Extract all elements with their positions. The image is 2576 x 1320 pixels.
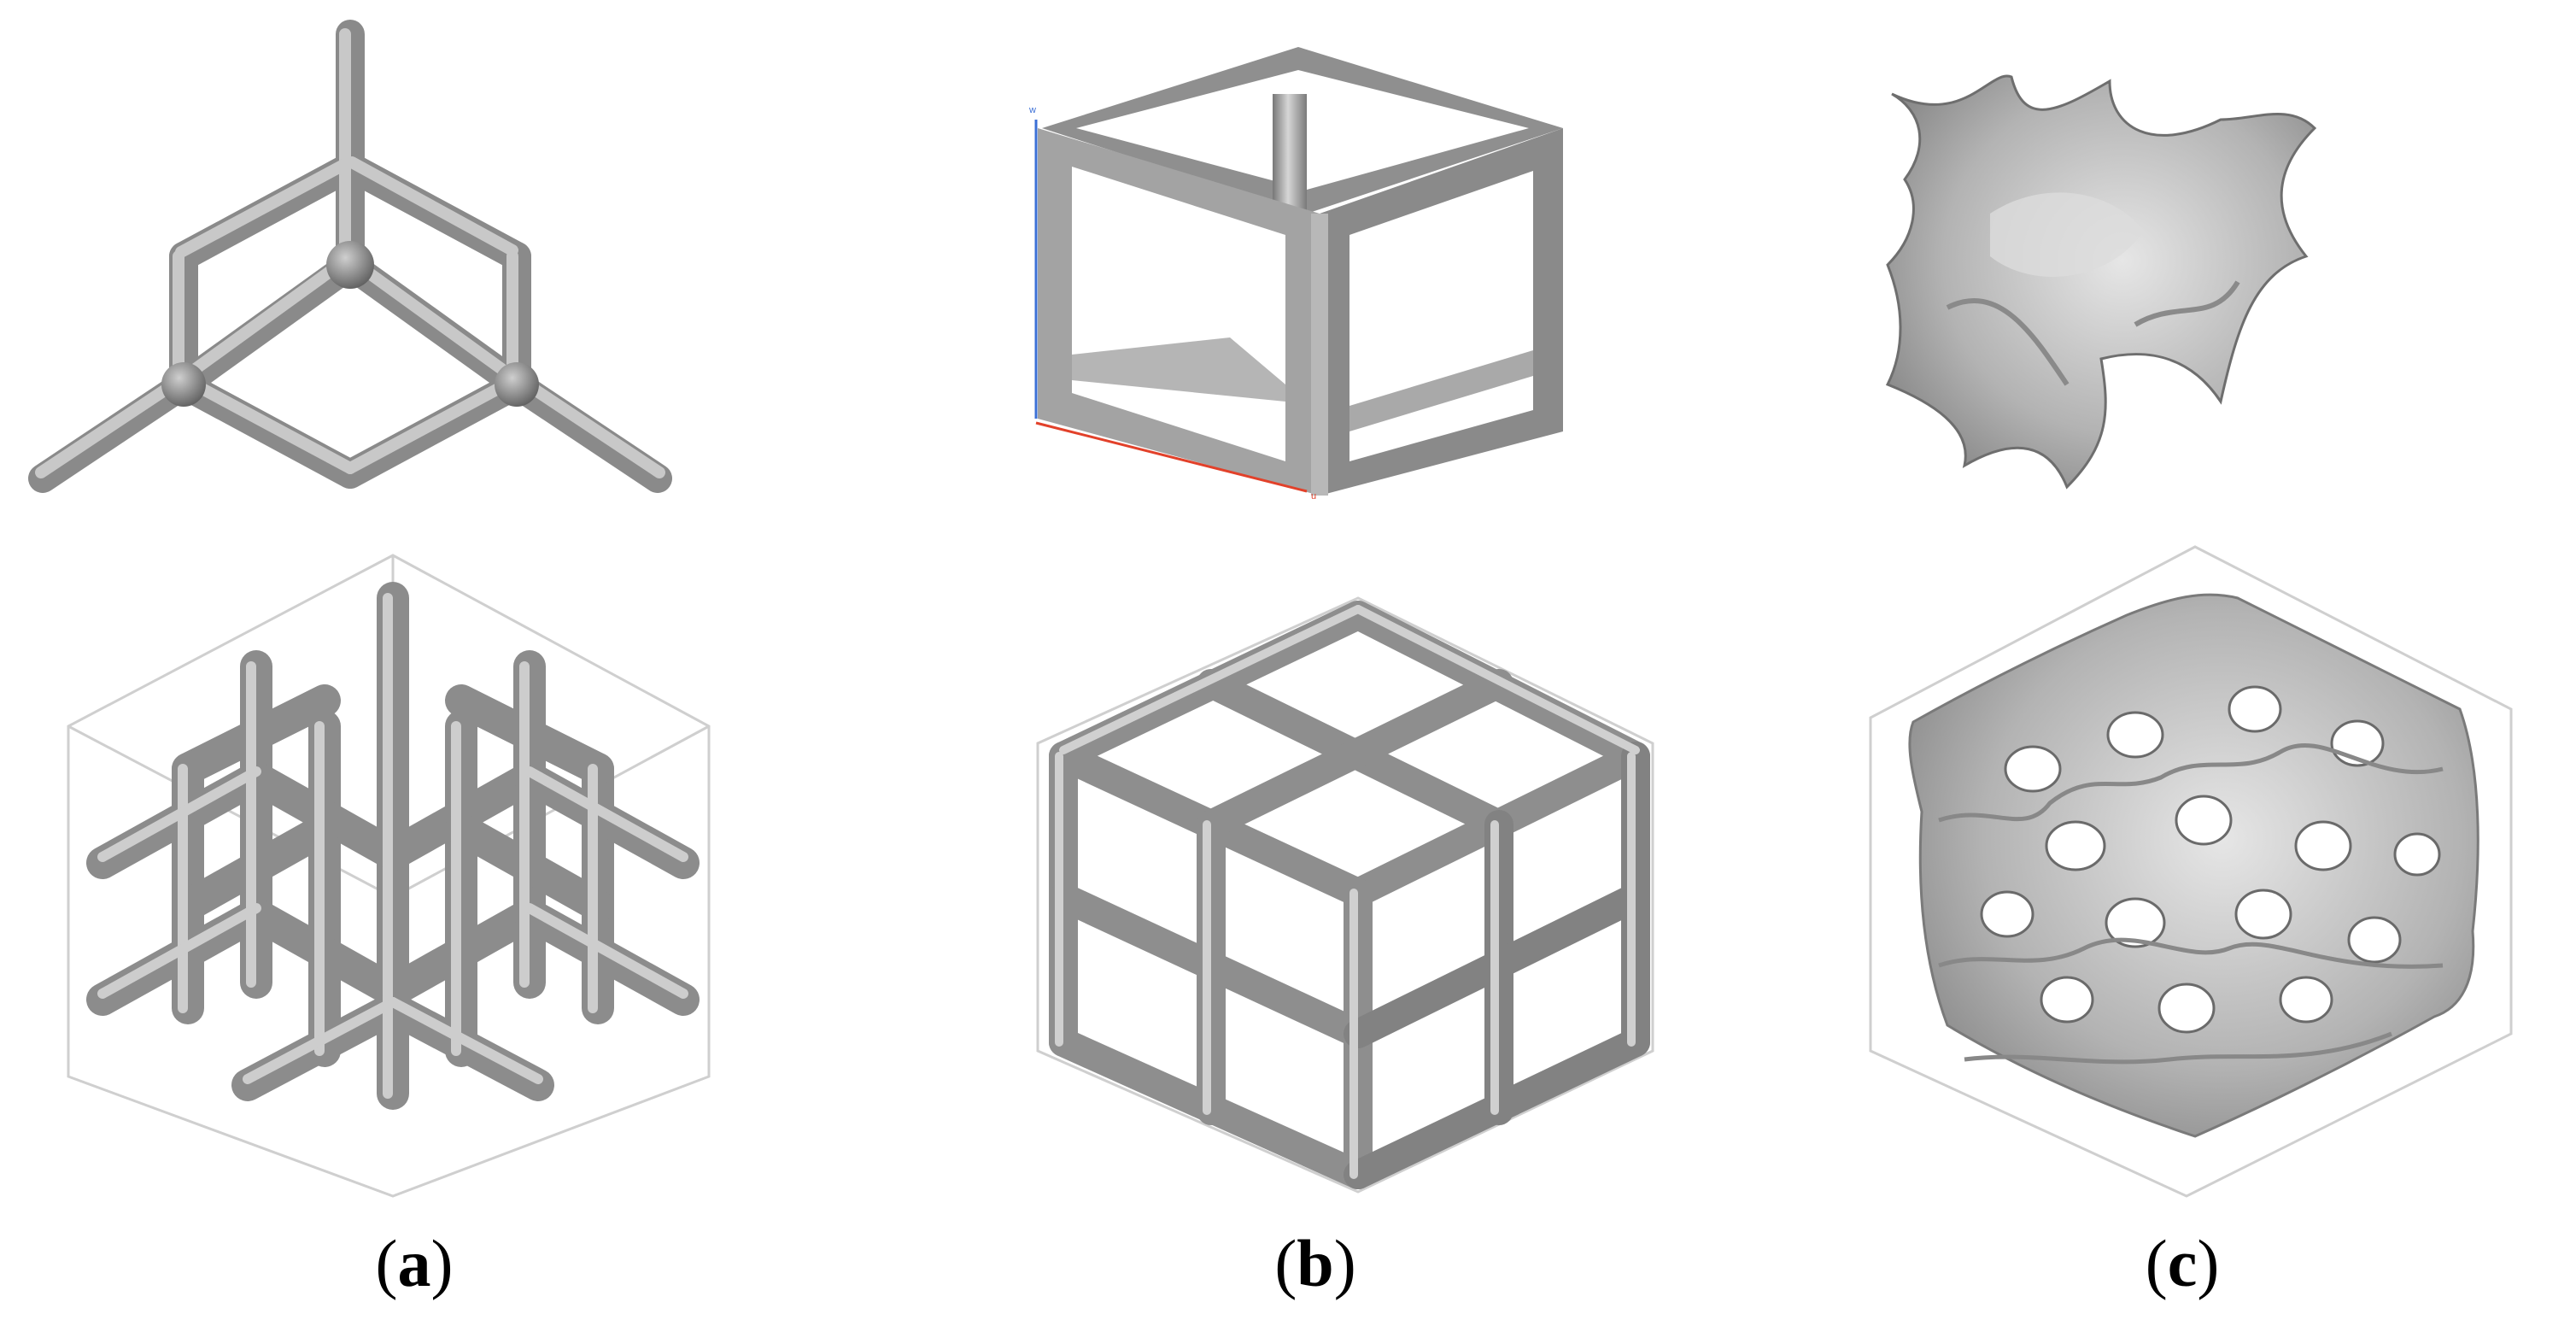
panel-a-caption: (a): [375, 1226, 454, 1300]
axis-u-tag: u: [1311, 491, 1316, 502]
axis-w-tag: w: [1028, 105, 1036, 115]
panel-b-caption: (b): [1274, 1226, 1356, 1300]
panel-c-unit-cell: [1885, 74, 2317, 490]
panel-c-label: c: [2167, 1226, 2198, 1300]
panel-a-lattice: [67, 554, 711, 1198]
panel-c-caption: (c): [2145, 1226, 2220, 1300]
panel-b-label: b: [1297, 1226, 1334, 1300]
panel-a-label: a: [397, 1226, 431, 1300]
panel-c-lattice: [1869, 545, 2513, 1198]
panel-b-unit-cell: w u: [1028, 47, 1563, 502]
panel-a-unit-cell: [28, 20, 672, 493]
panel-b-lattice: [1036, 596, 1654, 1194]
